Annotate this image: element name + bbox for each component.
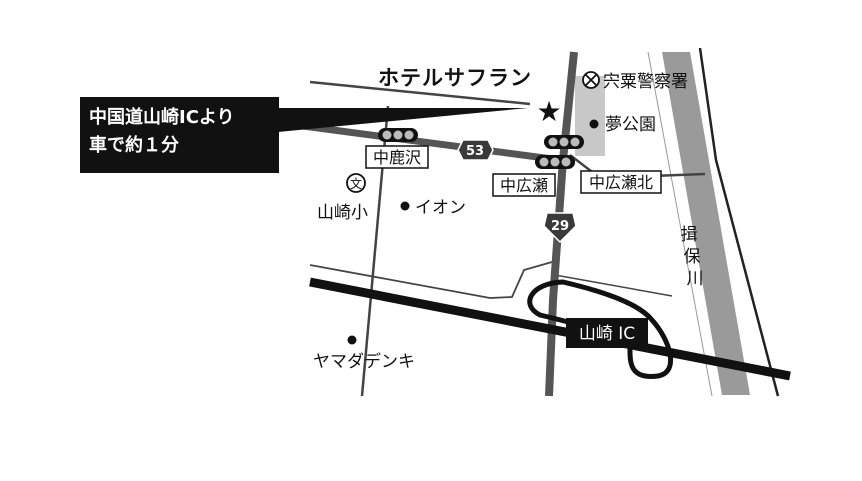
river-label: 揖 保 川: [681, 225, 704, 289]
callout-pointer: [278, 108, 528, 132]
interchange-label: 山崎 IC: [566, 318, 648, 348]
chugoku-expressway: [309, 277, 791, 381]
svg-text:山崎 IC: 山崎 IC: [579, 324, 635, 344]
park-label: 夢公園: [605, 115, 656, 135]
svg-text:中広瀬北: 中広瀬北: [589, 173, 653, 192]
svg-text:川: 川: [687, 269, 704, 289]
svg-text:文: 文: [350, 176, 362, 191]
road-connector: [554, 274, 673, 297]
svg-text:53: 53: [466, 144, 484, 159]
intersection-nakahirose-kita-label: 中広瀬北: [580, 170, 662, 194]
hotel-star-icon: ★: [536, 95, 561, 128]
school-label: 山崎小: [317, 203, 368, 223]
access-line-2: 車で約１分: [89, 135, 179, 156]
river-bank-line: [647, 51, 713, 397]
route-53-shield: 53: [457, 139, 494, 161]
traffic-signal-nakahirose: [535, 155, 575, 169]
svg-text:揖: 揖: [681, 225, 698, 245]
intersection-nakahirose-label: 中広瀬: [492, 173, 556, 197]
traffic-signal-nakahirose-kita: [544, 135, 584, 149]
svg-text:29: 29: [551, 219, 569, 234]
school-icon: [346, 173, 366, 193]
traffic-signal-nakashikasawa: [378, 128, 418, 142]
road-frontage: [309, 261, 553, 299]
intersection-nakashikasawa-label: 中鹿沢: [365, 145, 429, 169]
interchange-loop: [527, 279, 674, 379]
access-callout: 中国道山崎ICより 車で約１分: [80, 97, 279, 173]
route-29-shield: 29: [543, 212, 577, 244]
road-north-street: [309, 80, 531, 106]
svg-text:保: 保: [684, 247, 701, 267]
yamada-dot-icon: [347, 335, 357, 345]
yamada-label: ヤマダデンキ: [313, 351, 415, 372]
police-station-marker: 宍粟警察署: [582, 71, 688, 92]
aeon-label: イオン: [415, 198, 466, 218]
access-line-1: 中国道山崎ICより: [89, 107, 235, 128]
svg-text:中鹿沢: 中鹿沢: [373, 148, 421, 167]
park-dot-icon: [589, 119, 599, 129]
river-embankment-road: [698, 47, 780, 397]
police-label: 宍粟警察署: [603, 72, 688, 92]
route-53: [279, 119, 576, 166]
aeon-dot-icon: [400, 201, 410, 211]
svg-text:中広瀬: 中広瀬: [500, 176, 548, 195]
school-marker: 文 山崎小: [317, 173, 368, 223]
hotel-name: ホテルサフラン: [378, 66, 532, 90]
river: [647, 47, 780, 397]
